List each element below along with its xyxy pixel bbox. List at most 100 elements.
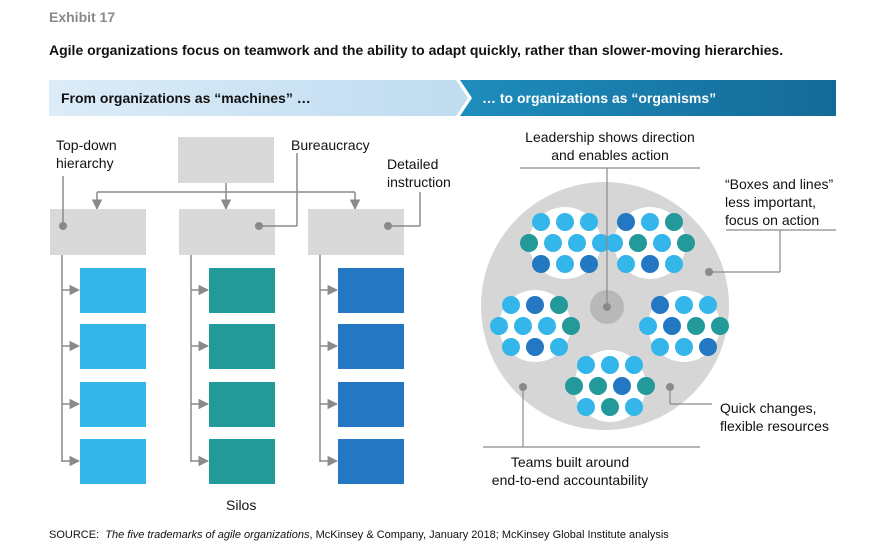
teams-line-1: Teams built around [510,454,630,470]
teams-label: Teams built around end-to-end accountabi… [470,453,670,489]
team-3-member-3-1 [502,338,520,356]
banner-right-text: … to organizations as “organisms” [482,90,717,106]
top-down-line-2: hierarchy [56,155,114,171]
team-4-member-2-4 [711,317,729,335]
source-prefix: SOURCE: [49,529,100,541]
team-3-member-1-2 [526,296,544,314]
banner-left-text: From organizations as “machines” … [61,90,311,106]
boxes-line-2: less important, [725,194,817,210]
silo-box-3-3 [338,382,404,427]
boxes-line-3: focus on action [725,212,820,228]
team-1-member-1-1 [532,213,550,231]
leadership-label: Leadership shows direction and enables a… [522,128,698,164]
team-4-member-2-3 [687,317,705,335]
mid-box-2 [179,209,275,255]
team-5-member-2-1 [565,377,583,395]
teams-line-2: end-to-end accountability [491,472,649,488]
top-down-line-1: Top-down [56,137,117,153]
team-1-member-3-3 [580,255,598,273]
silo-box-2-4 [209,439,275,484]
boxes-dot [705,268,713,276]
team-2-member-2-4 [677,234,695,252]
silo-box-1-3 [80,382,146,427]
team-5-member-1-1 [577,356,595,374]
team-1-member-3-2 [556,255,574,273]
boxes-line-1: “Boxes and lines” [725,176,834,192]
team-3-member-2-2 [514,317,532,335]
detailed-dot [384,222,392,230]
silo-box-1-2 [80,324,146,369]
source-rest: , McKinsey & Company, January 2018; McKi… [309,529,669,541]
team-5-member-2-2 [589,377,607,395]
top-down-label: Top-down hierarchy [56,136,117,172]
team-3-member-1-3 [550,296,568,314]
banner-right-shape [460,80,836,116]
team-1-member-3-1 [532,255,550,273]
team-2-member-2-1 [605,234,623,252]
headline: Agile organizations focus on teamwork an… [49,42,784,58]
mid-box-3 [308,209,404,255]
team-4-member-3-3 [699,338,717,356]
silo-box-2-1 [209,268,275,313]
exhibit-label: Exhibit 17 [49,9,116,25]
core-dot [603,303,611,311]
quick-dot [666,383,674,391]
silo-box-1-4 [80,439,146,484]
team-4-member-3-2 [675,338,693,356]
team-5-member-3-1 [577,398,595,416]
bureaucracy-label: Bureaucracy [291,137,370,153]
team-2-member-2-3 [653,234,671,252]
team-2-member-1-2 [641,213,659,231]
team-1-member-2-2 [544,234,562,252]
silo-box-1-1 [80,268,146,313]
banner-left-shape [49,80,468,116]
quick-changes-label: Quick changes, flexible resources [720,399,829,435]
team-4-member-2-2 [663,317,681,335]
top-down-dot [59,222,67,230]
team-1-member-1-3 [580,213,598,231]
source-title: The five trademarks of agile organizatio… [105,529,310,541]
team-5-member-2-4 [637,377,655,395]
detailed-instruction-label: Detailed instruction [387,155,451,191]
team-5-member-1-2 [601,356,619,374]
team-2-member-3-3 [665,255,683,273]
team-3-member-3-2 [526,338,544,356]
quick-line-2: flexible resources [720,418,829,434]
team-4-member-1-3 [699,296,717,314]
team-5-member-2-3 [613,377,631,395]
team-5-member-3-3 [625,398,643,416]
team-4-member-1-1 [651,296,669,314]
team-2-member-3-2 [641,255,659,273]
detailed-line-1: Detailed [387,156,439,172]
team-1-member-2-3 [568,234,586,252]
boxes-lines-label: “Boxes and lines” less important, focus … [725,175,833,229]
team-1-member-2-4 [592,234,610,252]
team-3-member-2-1 [490,317,508,335]
team-4-member-3-1 [651,338,669,356]
team-3-member-2-3 [538,317,556,335]
team-5-member-3-2 [601,398,619,416]
detailed-line-2: instruction [387,174,451,190]
organism-diagram [481,167,836,448]
bureaucracy-dot [255,222,263,230]
team-2-member-2-2 [629,234,647,252]
top-box [178,137,274,183]
team-1-member-1-2 [556,213,574,231]
teams-dot [519,383,527,391]
silos-label: Silos [226,497,257,513]
team-2-member-1-1 [617,213,635,231]
team-3-member-1-1 [502,296,520,314]
silo-box-3-2 [338,324,404,369]
silo-box-2-2 [209,324,275,369]
leadership-line-1: Leadership shows direction [525,129,695,145]
hierarchy-diagram [50,137,421,484]
silo-box-3-1 [338,268,404,313]
leadership-line-2: and enables action [551,147,669,163]
team-5-member-1-3 [625,356,643,374]
source-note: SOURCE: The five trademarks of agile org… [49,529,669,541]
team-2-member-3-1 [617,255,635,273]
quick-line-1: Quick changes, [720,400,817,416]
team-4-member-1-2 [675,296,693,314]
team-4-member-2-1 [639,317,657,335]
